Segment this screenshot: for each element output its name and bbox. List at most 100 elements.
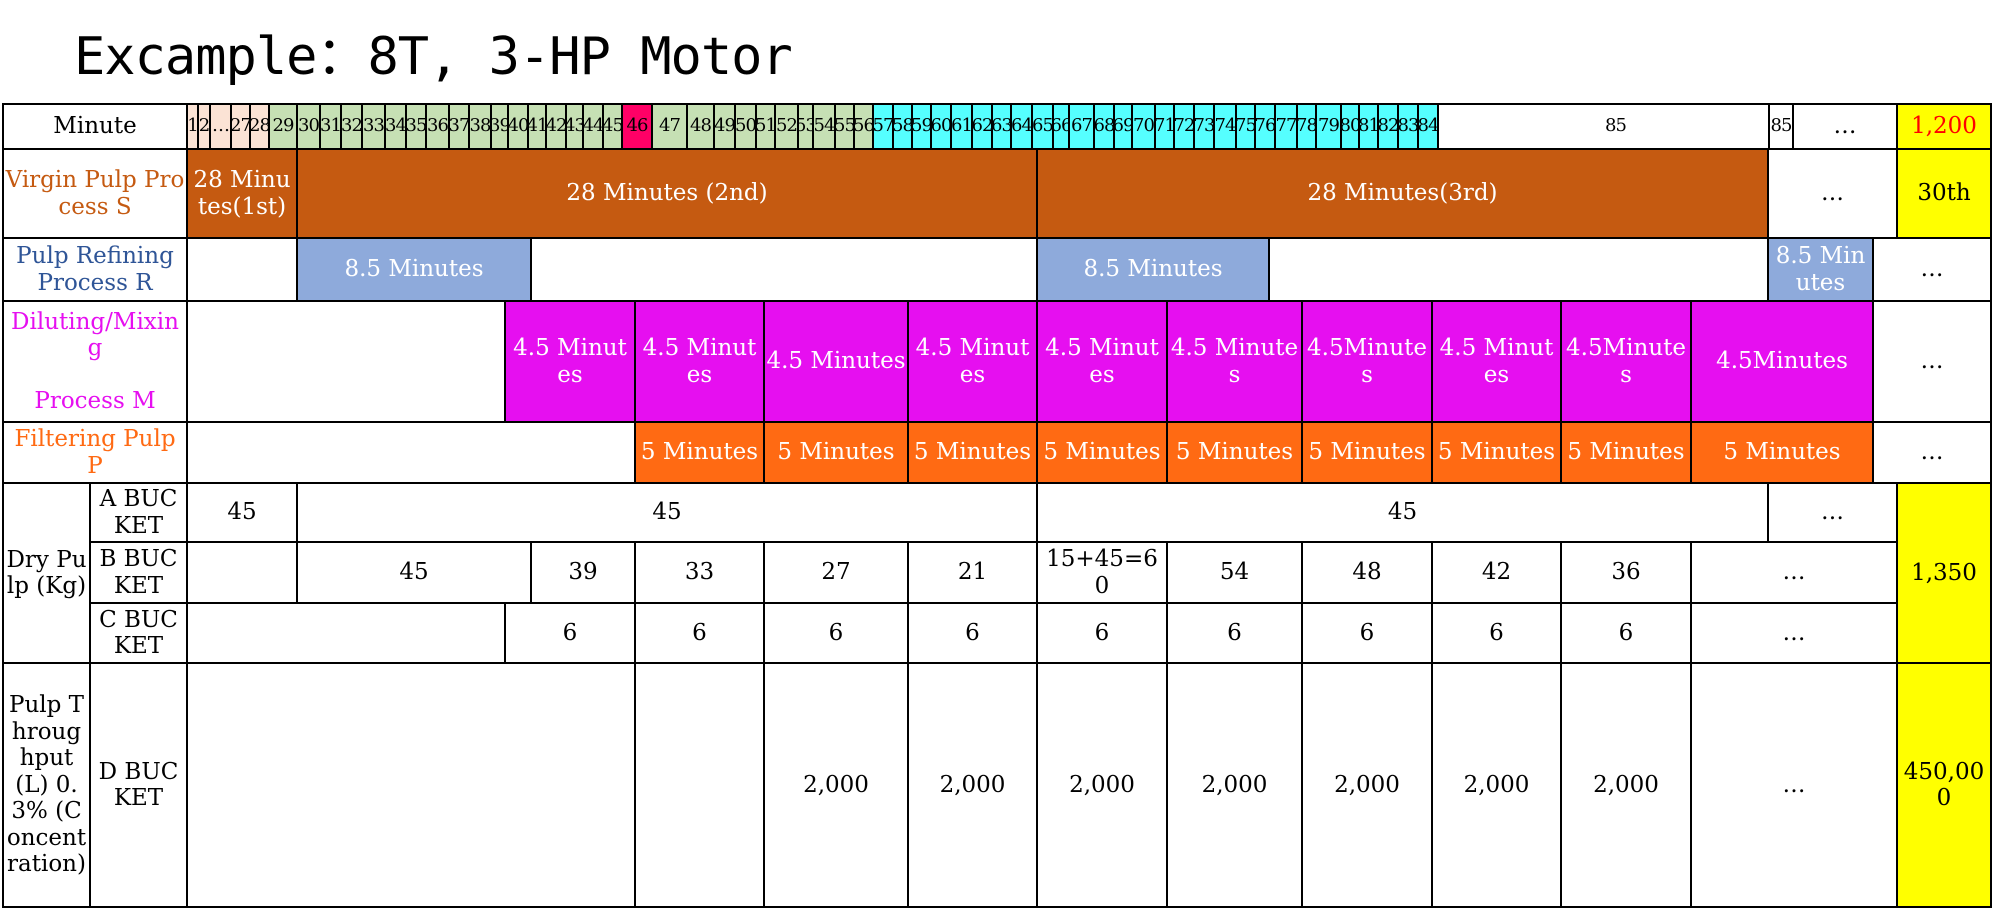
minute-cell: 41: [527, 103, 547, 150]
refining-ellipsis: …: [1872, 237, 1992, 302]
diluting-cell: 4.5 Minutes: [1036, 300, 1168, 423]
diluting-cell: 4.5 Minutes: [763, 300, 909, 423]
d-bucket-ellipsis: …: [1690, 662, 1898, 908]
minute-cell: 72: [1173, 103, 1195, 150]
minute-cell: 60: [930, 103, 952, 150]
d-bucket-value: 2,000: [1036, 662, 1168, 908]
refining-second: 8.5 Minutes: [1036, 237, 1270, 302]
c-bucket-value: 6: [634, 602, 765, 664]
refining-empty: [186, 237, 298, 302]
filtering-cell: 5 Minutes: [1560, 421, 1692, 484]
b-bucket-value: 39: [530, 541, 636, 604]
minute-cell: 73: [1193, 103, 1215, 150]
a-bucket-value: 45: [296, 482, 1038, 543]
d-bucket-value: 2,000: [763, 662, 909, 908]
minute-cell: 45: [602, 103, 623, 150]
row-label-dry-pulp: Dry Pulp (Kg): [2, 482, 91, 664]
filtering-cell: 5 Minutes: [1301, 421, 1433, 484]
minute-cell: 34: [384, 103, 407, 150]
b-bucket-ellipsis: …: [1690, 541, 1898, 604]
c-bucket-ellipsis: …: [1690, 602, 1898, 664]
refining-empty: [1268, 237, 1769, 302]
minute-cell: 58: [892, 103, 913, 150]
virgin-second: 28 Minutes (2nd): [296, 148, 1038, 239]
a-bucket-value: 45: [1036, 482, 1769, 543]
minute-cell: 63: [991, 103, 1012, 150]
minute-cell: 69: [1113, 103, 1133, 150]
filtering-cell: 5 Minutes: [1036, 421, 1168, 484]
dry-pulp-total: 1,350: [1896, 482, 1992, 664]
b-bucket-value: 36: [1560, 541, 1692, 604]
virgin-total: 30th: [1896, 148, 1992, 239]
minute-cell: 47: [651, 103, 688, 150]
d-bucket-value: 2,000: [1301, 662, 1433, 908]
minute-cell: 30: [296, 103, 321, 150]
minute-cell: 44: [582, 103, 604, 150]
b-bucket-value: 27: [763, 541, 909, 604]
minute-cell: 62: [971, 103, 993, 150]
minute-cell: 61: [950, 103, 973, 150]
minute-cell: 76: [1254, 103, 1276, 150]
filtering-cell: 5 Minutes: [1431, 421, 1562, 484]
diluting-cell: 4.5Minutes: [1560, 300, 1692, 423]
minute-cell: 42: [545, 103, 567, 150]
minute-total: 1,200: [1896, 103, 1992, 150]
minute-cell: 37: [448, 103, 470, 150]
minute-cell: 70: [1131, 103, 1156, 150]
c-bucket-value: 6: [1431, 602, 1562, 664]
minute-cell: 57: [872, 103, 894, 150]
d-bucket-value: 2,000: [1166, 662, 1303, 908]
c-bucket-label: C BUCKET: [89, 602, 188, 664]
b-bucket-value: 48: [1301, 541, 1433, 604]
filtering-cell: 5 Minutes: [763, 421, 909, 484]
filtering-ellipsis: …: [1872, 421, 1992, 484]
filtering-cell: 5 Minutes: [1690, 421, 1874, 484]
row-label-throughput: Pulp Throughput (L) 0.3% (Concentration): [2, 662, 91, 908]
virgin-first: 28 Minutes(1st): [186, 148, 298, 239]
d-bucket-empty: [634, 662, 765, 908]
minute-cell: 85: [1768, 103, 1794, 150]
minute-cell: 55: [834, 103, 855, 150]
diluting-cell: 4.5Minutes: [1301, 300, 1433, 423]
b-bucket-value: 21: [907, 541, 1038, 604]
minute-cell: 71: [1154, 103, 1175, 150]
minute-cell: 33: [361, 103, 386, 150]
minute-cell: 74: [1213, 103, 1237, 150]
refining-third: 8.5 Minutes: [1767, 237, 1874, 302]
virgin-ellipsis: …: [1767, 148, 1898, 239]
minute-cell: 65: [1031, 103, 1054, 150]
minute-cell: 36: [425, 103, 450, 150]
minute-cell: 51: [755, 103, 776, 150]
minute-cell: 49: [713, 103, 736, 150]
minute-cell: 54: [812, 103, 836, 150]
filtering-cell: 5 Minutes: [907, 421, 1038, 484]
filtering-cell: 5 Minutes: [1166, 421, 1303, 484]
minute-cell: 59: [911, 103, 932, 150]
minute-cell: 27: [230, 103, 251, 150]
diluting-cell: 4.5 Minutes: [634, 300, 765, 423]
diluting-ellipsis: …: [1872, 300, 1992, 423]
minute-cell: 32: [340, 103, 363, 150]
d-bucket-empty: [186, 662, 636, 908]
minute-cell: 28: [249, 103, 270, 150]
row-label-virgin-pulp: Virgin Pulp Process S: [2, 148, 188, 239]
minute-cell: 82: [1377, 103, 1399, 150]
d-bucket-value: 2,000: [907, 662, 1038, 908]
c-bucket-value: 6: [1560, 602, 1692, 664]
b-bucket-value: 42: [1431, 541, 1562, 604]
minute-cell: 83: [1397, 103, 1419, 150]
minute-cell: 78: [1296, 103, 1317, 150]
minute-cell: 39: [490, 103, 509, 150]
minute-cell: 50: [734, 103, 757, 150]
minute-cell: 46: [621, 103, 653, 150]
minute-ellipsis: …: [1792, 103, 1898, 150]
row-label-diluting: Diluting/Mixing Process M: [2, 300, 188, 423]
b-bucket-value: 54: [1166, 541, 1303, 604]
d-bucket-value: 2,000: [1431, 662, 1562, 908]
c-bucket-value: 6: [763, 602, 909, 664]
a-bucket-ellipsis: …: [1767, 482, 1898, 543]
diluting-empty: [186, 300, 506, 423]
minute-cell: 77: [1274, 103, 1298, 150]
virgin-third: 28 Minutes(3rd): [1036, 148, 1769, 239]
d-bucket-total: 450,000: [1896, 662, 1992, 908]
